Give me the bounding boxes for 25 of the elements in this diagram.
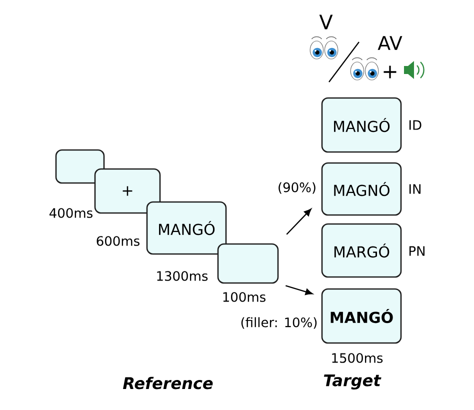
duration-label: 600ms bbox=[96, 236, 140, 246]
duration-label: 100ms bbox=[223, 292, 266, 302]
phase-label: Reference bbox=[123, 376, 213, 390]
duration-label: 1500ms bbox=[332, 353, 383, 363]
condition-label: PN bbox=[409, 246, 424, 256]
plus-sign: + bbox=[384, 66, 396, 78]
blank-screen bbox=[55, 149, 105, 184]
arrow bbox=[286, 208, 312, 235]
phase-label: Target bbox=[324, 374, 382, 390]
blank-screen bbox=[217, 243, 279, 284]
duration-label: 400ms bbox=[50, 208, 92, 218]
screen-box: MARGÓ bbox=[321, 223, 402, 278]
duration-label: 1300ms bbox=[157, 271, 208, 281]
condition-label: IN bbox=[409, 184, 420, 194]
edge-label: (90%) bbox=[276, 181, 318, 195]
modality-label: AV bbox=[378, 36, 402, 50]
arrow bbox=[285, 285, 313, 296]
modality-label: V bbox=[319, 14, 333, 30]
edge-label: (filler: 10%) bbox=[239, 316, 319, 330]
screen-box: MANGÓ bbox=[146, 201, 227, 255]
screen-box: MAGNÓ bbox=[321, 162, 402, 216]
condition-label: ID bbox=[409, 120, 422, 130]
screen-box: + bbox=[94, 168, 161, 214]
screen-box: MANGÓ bbox=[321, 288, 402, 344]
screen-box: MANGÓ bbox=[321, 97, 402, 153]
